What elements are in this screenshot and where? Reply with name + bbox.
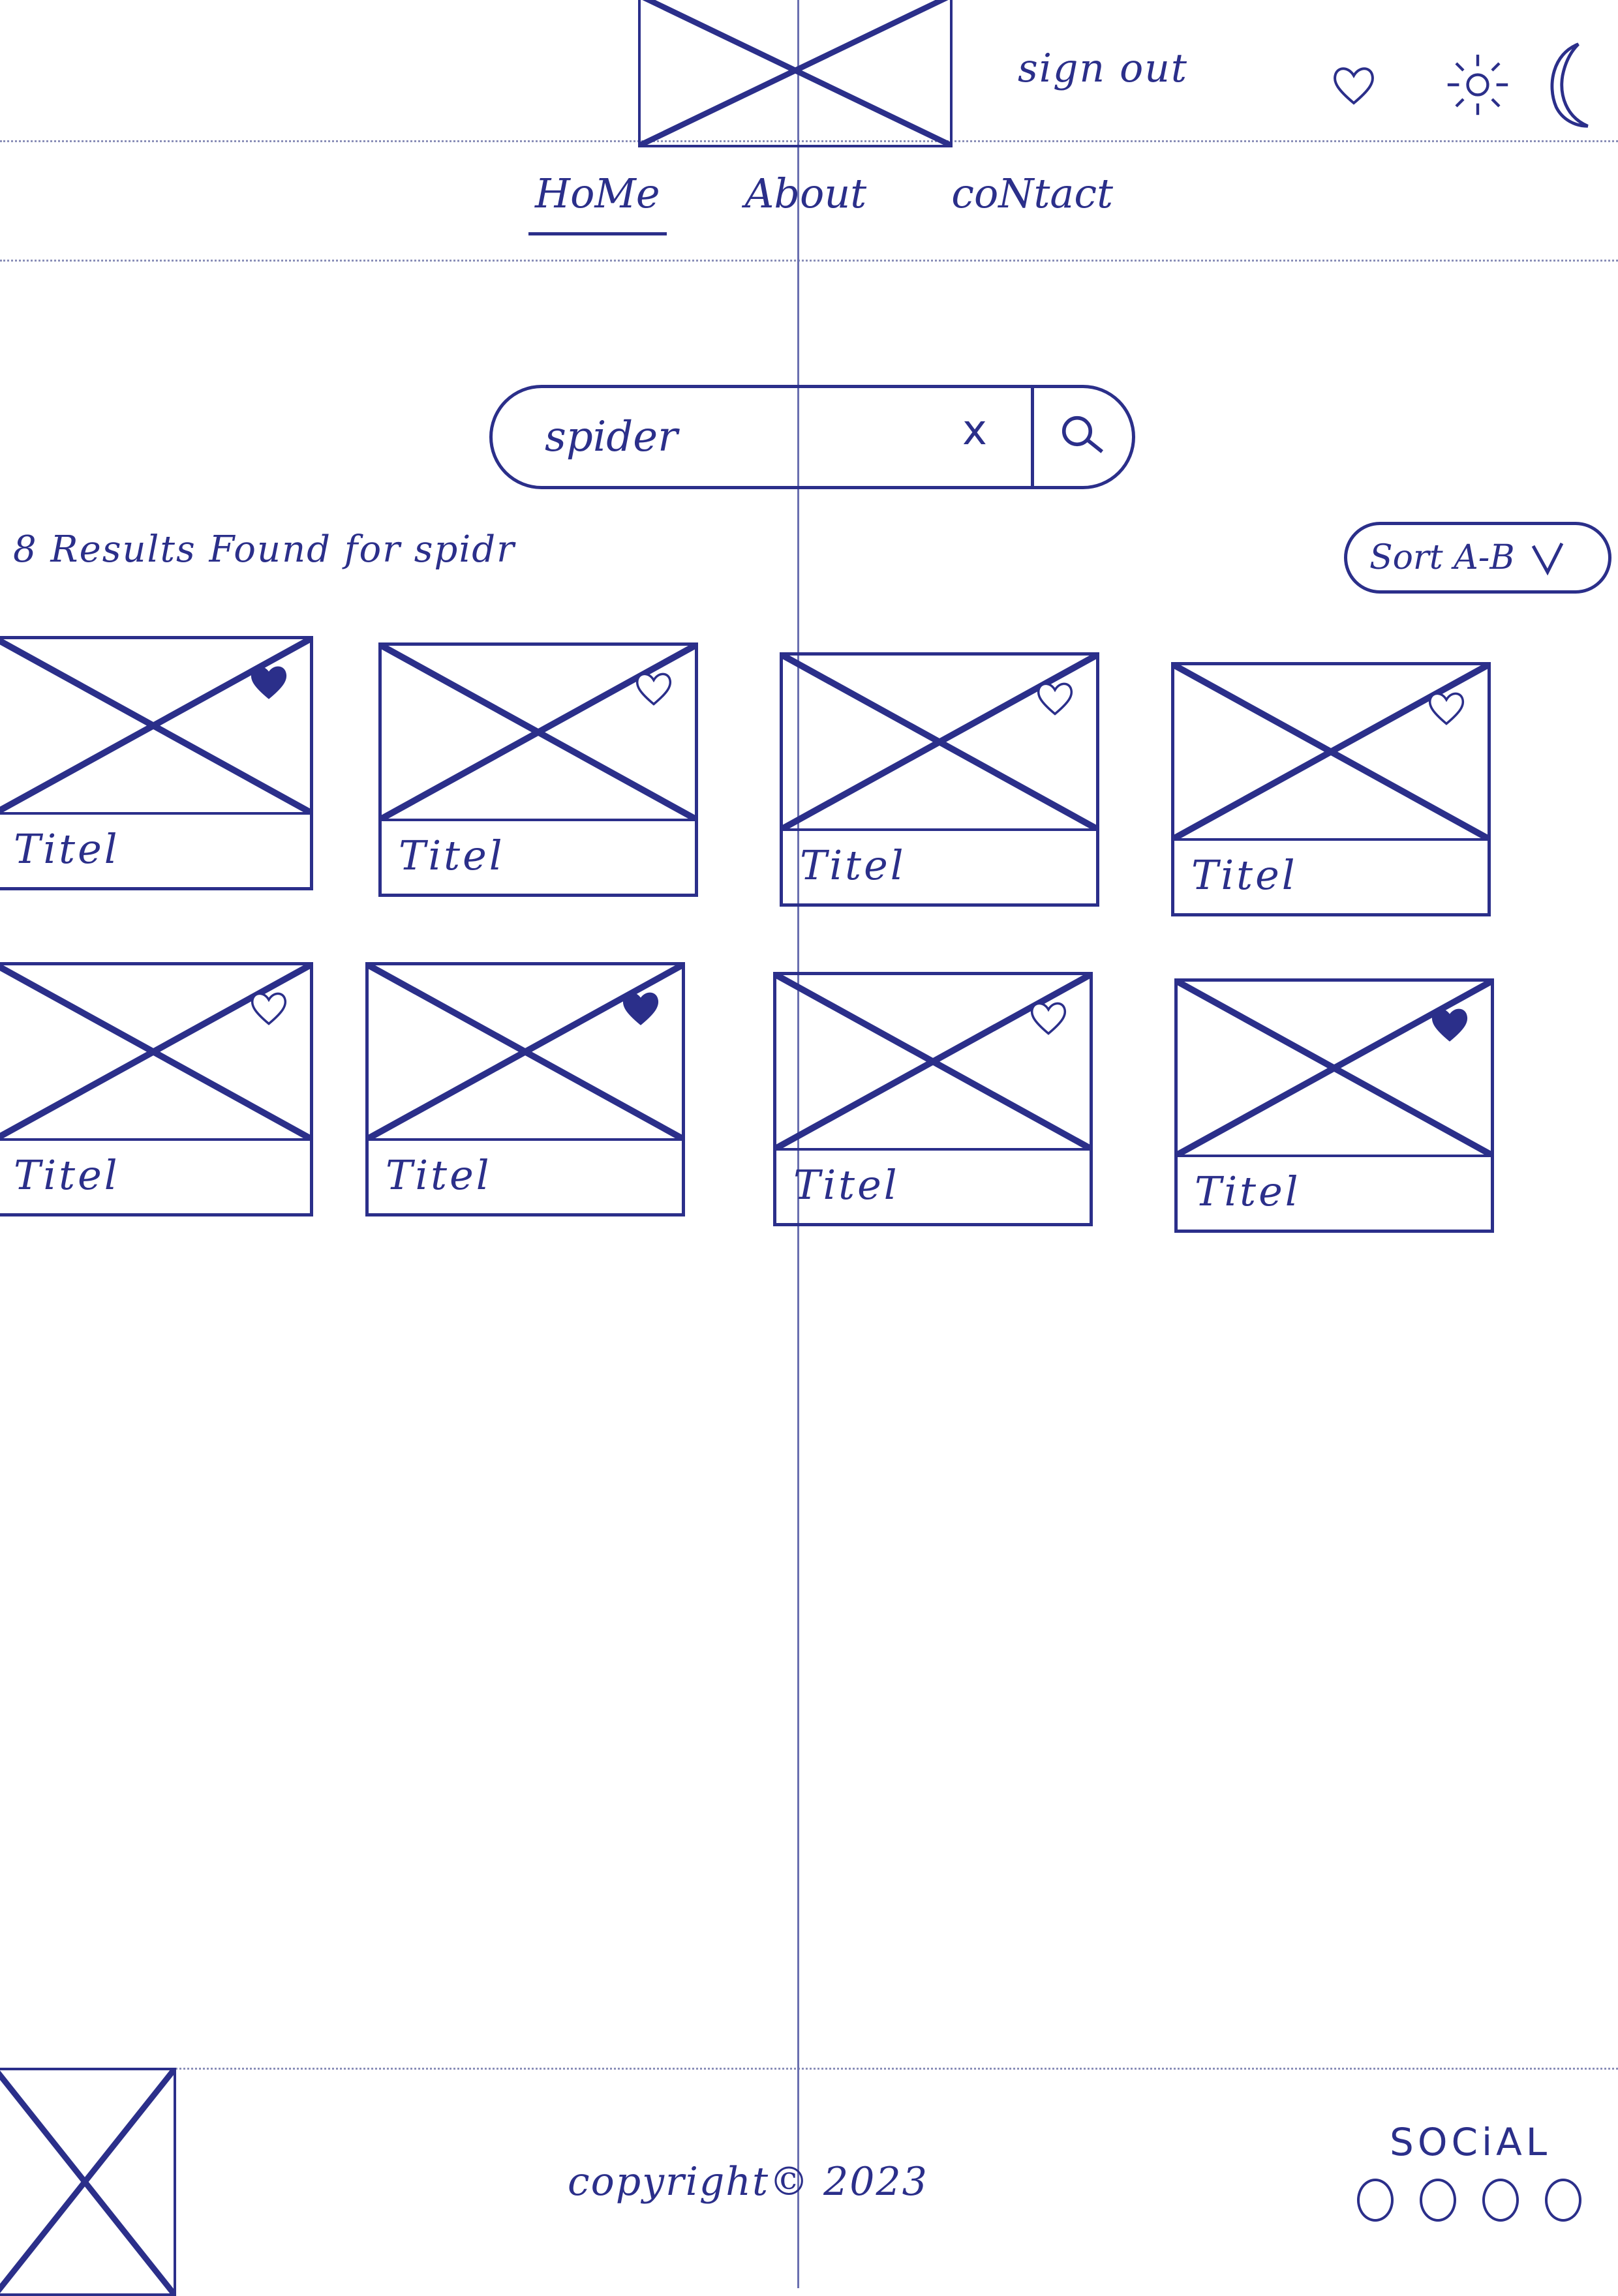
sun-icon[interactable] — [1439, 46, 1517, 124]
footer-logo[interactable] — [0, 2068, 176, 2296]
favorite-heart-icon[interactable] — [246, 985, 292, 1031]
social-links — [1357, 2179, 1581, 2222]
chevron-down-icon — [1531, 542, 1563, 576]
card-title: Titel — [399, 832, 505, 879]
footer-divider — [0, 2068, 1618, 2070]
search-input[interactable] — [545, 413, 910, 461]
logo[interactable] — [638, 0, 953, 147]
moon-icon[interactable] — [1527, 36, 1598, 134]
favorite-heart-icon[interactable] — [1032, 675, 1078, 721]
social-link-4-circle-icon[interactable] — [1545, 2179, 1581, 2222]
card-title: Titel — [386, 1151, 492, 1199]
sort-label: Sort A-B — [1369, 538, 1515, 577]
card-title: Titel — [1191, 851, 1298, 899]
result-card[interactable]: Titel — [1171, 662, 1491, 916]
card-title: Titel — [1195, 1168, 1301, 1215]
nav-item-about[interactable]: About — [744, 170, 867, 217]
header-divider — [0, 140, 1618, 142]
nav-item-contact[interactable]: coNtact — [951, 170, 1114, 217]
social-link-1-circle-icon[interactable] — [1357, 2179, 1394, 2222]
clear-search-button[interactable]: x — [962, 406, 987, 455]
card-title: Titel — [14, 825, 120, 873]
nav-divider — [0, 260, 1618, 262]
result-card[interactable]: Titel — [378, 642, 698, 897]
result-card[interactable]: Titel — [0, 636, 313, 890]
social-link-2-circle-icon[interactable] — [1420, 2179, 1456, 2222]
card-title: Titel — [800, 841, 906, 889]
result-card[interactable]: Titel — [773, 972, 1093, 1226]
result-card[interactable]: Titel — [365, 962, 685, 1216]
result-card[interactable]: Titel — [0, 962, 313, 1216]
result-card[interactable]: Titel — [780, 652, 1099, 907]
results-summary: 8 Results Found for spidr — [13, 528, 515, 571]
copyright-text: copyright© 2023 — [568, 2159, 928, 2205]
card-title: Titel — [14, 1151, 120, 1199]
social-link-3-circle-icon[interactable] — [1482, 2179, 1519, 2222]
favorite-heart-icon[interactable] — [1026, 995, 1071, 1040]
favorite-filled-heart-icon[interactable] — [1427, 1001, 1473, 1047]
sort-dropdown[interactable]: Sort A-B — [1344, 522, 1611, 594]
result-card[interactable]: Titel — [1174, 978, 1494, 1233]
search-icon — [1061, 415, 1104, 453]
sign-out-link[interactable]: sign out — [1018, 46, 1188, 91]
card-title: Titel — [793, 1161, 900, 1209]
favorite-filled-heart-icon[interactable] — [246, 659, 292, 704]
favorite-heart-icon[interactable] — [631, 665, 677, 711]
social-heading: SOCiAL — [1390, 2120, 1551, 2164]
search-bar: x — [489, 385, 1135, 489]
favorites-heart-icon[interactable] — [1324, 55, 1383, 114]
center-guide-line — [797, 0, 799, 2288]
main-nav: HoMe About coNtact — [528, 170, 1114, 235]
favorite-heart-icon[interactable] — [1424, 685, 1469, 731]
search-button[interactable] — [1031, 388, 1132, 486]
nav-item-home[interactable]: HoMe — [528, 170, 667, 235]
favorite-filled-heart-icon[interactable] — [618, 985, 664, 1031]
